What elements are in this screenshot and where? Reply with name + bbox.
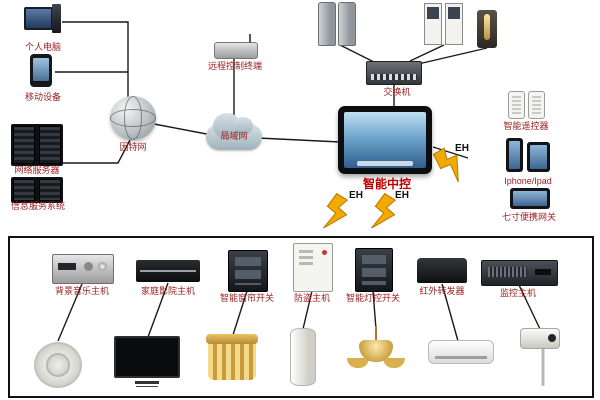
pc-label: 个人电脑 <box>24 42 61 52</box>
central-control-label: 智能中控 <box>362 177 411 191</box>
server-rack-icon <box>11 177 63 203</box>
device-panel-frame <box>8 236 594 398</box>
tower-device-icon <box>318 2 336 46</box>
smart-light-switch-icon <box>355 248 393 292</box>
sensor-cylinder-icon <box>290 328 316 386</box>
chandelier-icon <box>352 326 400 376</box>
ipad-icon <box>527 142 550 172</box>
iphone-ipad-label: Iphone/Ipad <box>504 176 552 186</box>
internet-label: 因特网 <box>119 142 147 152</box>
door-lock-icon <box>477 10 497 48</box>
lightning-bolt <box>323 192 349 229</box>
lightning-bolt <box>432 147 459 183</box>
tv-icon <box>114 336 180 384</box>
network-switch-icon <box>366 61 422 85</box>
remote-terminal-label: 远程控制终端 <box>207 61 262 71</box>
smart-curtain-switch-icon <box>228 250 268 292</box>
server-label: 网络服务器 <box>14 165 60 175</box>
curtain-switch-label: 智能窗帘开关 <box>219 293 274 303</box>
security-host-icon <box>293 243 333 292</box>
internet-globe-icon <box>110 96 156 140</box>
smart-remote-label: 智能遥控器 <box>503 121 549 131</box>
security-host-label: 防盗主机 <box>293 293 330 303</box>
ir-repeater-icon <box>417 258 467 283</box>
cctv-host-icon <box>481 260 558 286</box>
air-conditioner-icon <box>428 340 494 364</box>
lan-label: 局域网 <box>220 131 248 141</box>
eh-label: EH <box>395 190 409 201</box>
ir-repeater-label: 红外转发器 <box>419 286 465 296</box>
theater-host-label: 家庭影院主机 <box>140 286 195 296</box>
info-system-label: 信息服务系统 <box>10 201 65 211</box>
home-theater-host-icon <box>136 260 200 282</box>
remote-controller-icon <box>528 91 545 119</box>
curtain-icon <box>206 334 258 380</box>
ceiling-speaker-icon <box>34 342 82 388</box>
tower-device-icon <box>338 2 356 46</box>
remote-terminal-router-icon <box>214 34 258 59</box>
mobile-label: 移动设备 <box>24 92 61 102</box>
switch-label: 交换机 <box>383 87 411 97</box>
wall-controller-icon <box>445 3 463 45</box>
ptz-camera-icon <box>520 328 566 386</box>
lightning-bolt <box>371 192 397 229</box>
smart-central-control-icon <box>338 106 432 174</box>
cctv-host-label: 监控主机 <box>499 288 536 298</box>
gateway-label: 七寸便携网关 <box>501 212 556 222</box>
desktop-computer-icon <box>24 4 62 36</box>
light-switch-label: 智能灯控开关 <box>345 293 400 303</box>
wall-controller-icon <box>424 3 442 45</box>
eh-label: EH <box>349 190 363 201</box>
mobile-phone-icon <box>30 54 52 87</box>
remote-controller-icon <box>508 91 525 119</box>
music-host-label: 背景音乐主机 <box>54 286 109 296</box>
eh-label: EH <box>455 143 469 154</box>
iphone-icon <box>506 138 523 172</box>
lan-cloud-icon <box>206 113 262 150</box>
portable-gateway-icon <box>510 188 550 209</box>
server-rack-icon <box>11 124 63 166</box>
background-music-host-icon <box>52 254 114 284</box>
